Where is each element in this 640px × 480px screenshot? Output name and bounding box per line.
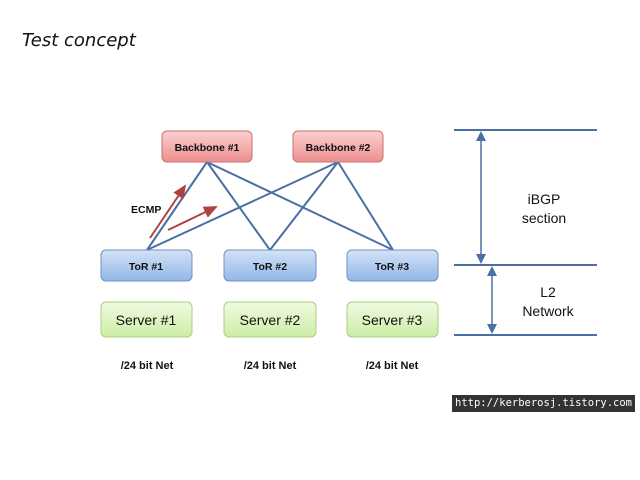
l2-label-line2: Network xyxy=(522,303,574,319)
net-label-2: /24 bit Net xyxy=(244,360,297,372)
l2-span-arrow xyxy=(487,266,497,334)
link-bb1-tor1 xyxy=(146,161,208,251)
section-brackets xyxy=(454,129,597,336)
backbone-label: Backbone #1 xyxy=(175,142,240,154)
tor-label: ToR #2 xyxy=(253,261,287,273)
ibgp-span-arrow xyxy=(476,131,486,264)
link-bb2-tor2 xyxy=(269,161,339,251)
ecmp-arrow-1 xyxy=(149,184,187,239)
watermark-url: http://kerberosj.tistory.com xyxy=(452,395,636,412)
tor-node-1: ToR #1 xyxy=(100,249,193,282)
tor-node-2: ToR #2 xyxy=(223,249,317,282)
backbone-label: Backbone #2 xyxy=(306,142,371,154)
link-bb1-tor3 xyxy=(206,161,394,251)
tor-node-3: ToR #3 xyxy=(346,249,439,282)
server-label: Server #2 xyxy=(240,312,301,328)
link-bb2-tor1 xyxy=(146,161,339,251)
page-title: Test concept xyxy=(22,30,136,51)
net-label-1: /24 bit Net xyxy=(121,360,174,372)
ibgp-label-line2: section xyxy=(522,210,566,226)
backbone-node-2: Backbone #2 xyxy=(292,130,384,163)
ecmp-label: ECMP xyxy=(131,204,161,216)
ibgp-label-line1: iBGP xyxy=(528,191,561,207)
server-node-3: Server #3 xyxy=(346,301,439,338)
server-node-2: Server #2 xyxy=(223,301,317,338)
link-bb2-tor3 xyxy=(337,161,394,251)
server-label: Server #1 xyxy=(116,312,177,328)
net-label-3: /24 bit Net xyxy=(366,360,419,372)
link-bb1-tor2 xyxy=(206,161,271,251)
tor-label: ToR #1 xyxy=(129,261,163,273)
ecmp-arrow-2 xyxy=(167,206,218,231)
server-label: Server #3 xyxy=(362,312,423,328)
links xyxy=(146,161,394,251)
l2-label-line1: L2 xyxy=(540,284,556,300)
server-node-1: Server #1 xyxy=(100,301,193,338)
backbone-node-1: Backbone #1 xyxy=(161,130,253,163)
tor-label: ToR #3 xyxy=(375,261,409,273)
